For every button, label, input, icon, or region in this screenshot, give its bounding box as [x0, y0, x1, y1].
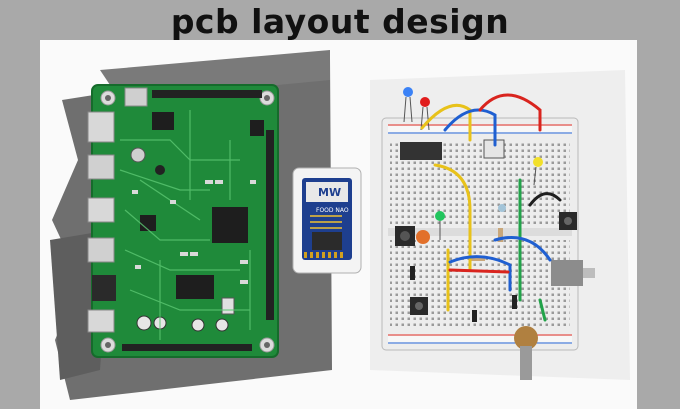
breadboard	[381, 117, 579, 351]
illustration: MW FOOD NAO	[50, 50, 630, 400]
page-title: pcb layout design	[170, 2, 510, 41]
pcb-board	[87, 84, 279, 358]
wifi-module	[292, 167, 362, 274]
image-panel: MW FOOD NAO	[40, 40, 637, 409]
circuit-components	[395, 87, 595, 380]
module-label: FOOD NAO	[316, 207, 349, 214]
module-logo: MW	[318, 186, 341, 199]
jumper-wires	[420, 93, 562, 322]
